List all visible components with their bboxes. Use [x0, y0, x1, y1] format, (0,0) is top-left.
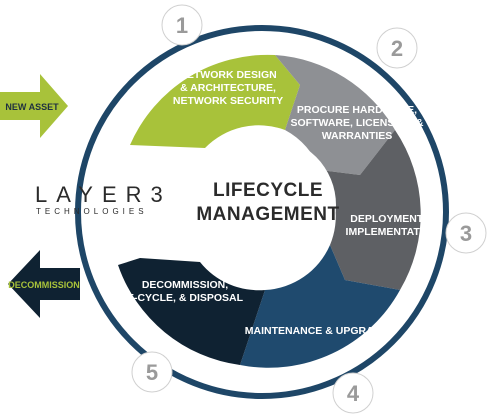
- stage-1-number: 1: [176, 13, 188, 38]
- stage-4-segment: [240, 245, 400, 368]
- stage-2-segment: [275, 55, 395, 175]
- stage-3-segment: [320, 130, 421, 290]
- stage-3-badge: 3: [445, 212, 487, 254]
- stage-2-line-1: PROCURE HARDWARE,: [297, 104, 417, 116]
- stage-4-number: 4: [347, 381, 360, 406]
- stage-4-badge: 4: [332, 372, 374, 414]
- stage-5-line-2: E-CYCLE, & DISPOSAL: [127, 292, 244, 304]
- stage-5-label: DECOMMISSION, E-CYCLE, & DISPOSAL: [127, 279, 244, 304]
- logo-wordmark: LAYER3: [35, 182, 172, 207]
- stage-5-line-1: DECOMMISSION,: [142, 279, 228, 291]
- stage-1-line-2: & ARCHITECTURE,: [180, 82, 276, 94]
- stage-2-label: PROCURE HARDWARE, SOFTWARE, LICENSING & …: [290, 104, 423, 142]
- new-asset-arrow: [0, 74, 68, 138]
- stage-2-number: 2: [391, 36, 403, 61]
- new-asset-label: NEW ASSET: [5, 102, 59, 112]
- decommission-label: DECOMMISSION: [8, 280, 80, 290]
- stage-2-badge: 2: [376, 27, 418, 69]
- decommission-arrow: [8, 250, 80, 318]
- stage-1-segment: [130, 54, 300, 148]
- logo-subtitle: TECHNOLOGIES: [36, 207, 148, 216]
- stage-4-line-1: MAINTENANCE & UPGRADES: [245, 325, 396, 337]
- center-title-line-1: LIFECYCLE: [213, 180, 323, 201]
- stage-4-label: MAINTENANCE & UPGRADES: [245, 325, 396, 337]
- stage-2-line-2: SOFTWARE, LICENSING &: [290, 117, 423, 129]
- stage-5-badge: 5: [131, 351, 173, 393]
- stage-3-number: 3: [460, 221, 472, 246]
- stage-1-badge: 1: [161, 4, 203, 46]
- stage-3-label: DEPLOYMENT & IMPLEMENTATION: [346, 213, 439, 238]
- stage-2-line-3: WARRANTIES: [322, 130, 393, 142]
- stage-3-line-1: DEPLOYMENT &: [350, 213, 434, 225]
- center-title-line-2: MANAGEMENT: [196, 204, 339, 225]
- stage-3-line-2: IMPLEMENTATION: [346, 226, 439, 238]
- center-circle: [200, 137, 336, 273]
- outer-ring: [75, 25, 449, 399]
- stage-1-line-1: NETWORK DESIGN: [179, 69, 276, 81]
- stage-1-line-3: NETWORK SECURITY: [173, 95, 283, 107]
- stage-5-number: 5: [146, 360, 158, 385]
- stage-5-segment: [118, 258, 265, 365]
- stage-1-label: NETWORK DESIGN & ARCHITECTURE, NETWORK S…: [173, 69, 283, 107]
